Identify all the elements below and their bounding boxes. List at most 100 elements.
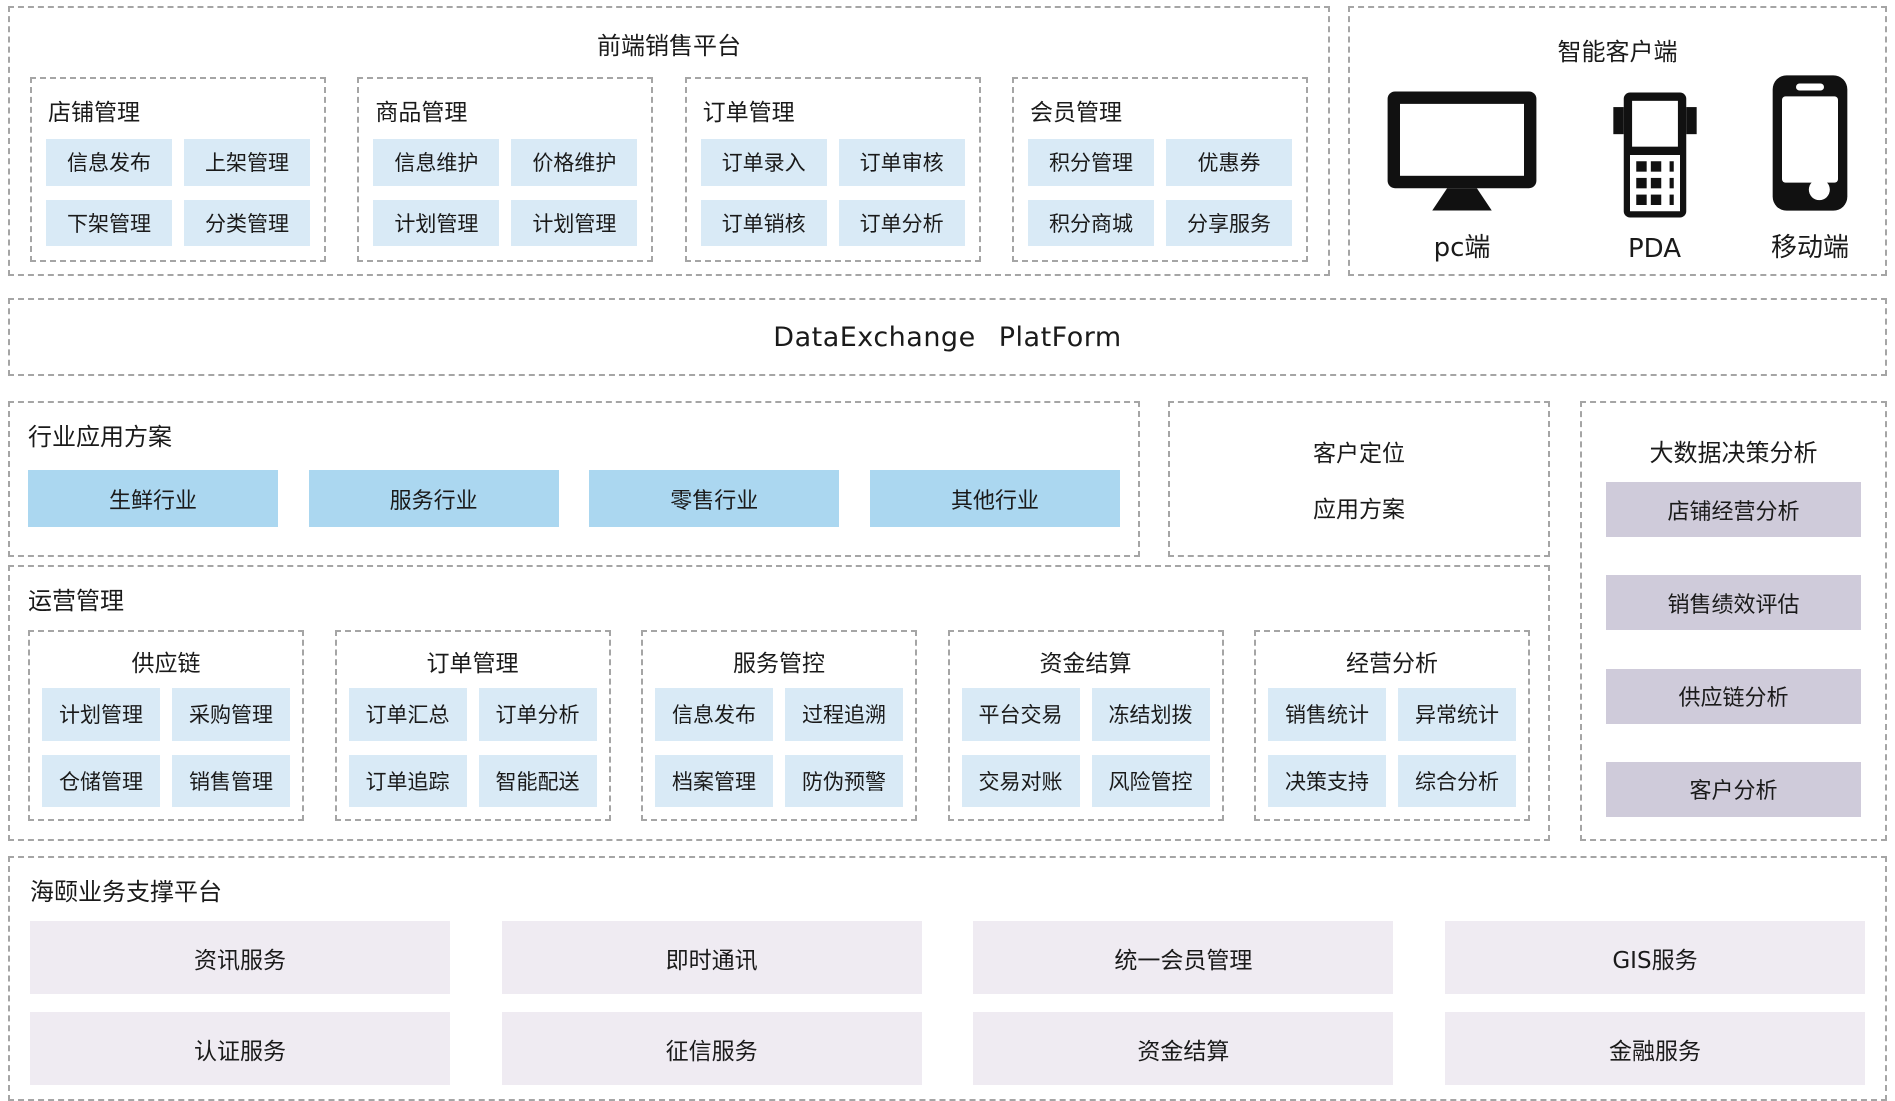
chip: 订单录入 <box>700 139 827 186</box>
group-chips: 积分管理 优惠券 积分商城 分享服务 <box>1027 139 1292 246</box>
group-title: 商品管理 <box>375 100 468 126</box>
device-label: 移动端 <box>1770 233 1849 263</box>
industry-item: 其他行业 <box>869 470 1120 527</box>
group-chips: 订单录入 订单审核 订单销核 订单分析 <box>700 139 965 246</box>
customer-positioning-panel: 客户定位 应用方案 <box>1168 401 1550 557</box>
industry-items: 生鲜行业 服务行业 零售行业 其他行业 <box>28 470 1120 527</box>
group-order-management: 订单管理 订单录入 订单审核 订单销核 订单分析 <box>684 77 981 262</box>
chip: 异常统计 <box>1398 688 1516 741</box>
group-title: 订单管理 <box>426 651 519 677</box>
operations-management-title: 运营管理 <box>28 587 124 615</box>
chip: 优惠券 <box>1165 139 1292 186</box>
chip: 风险管控 <box>1091 754 1210 807</box>
group-service-control: 服务管控 信息发布 过程追溯 档案管理 防伪预警 <box>641 630 917 821</box>
middle-zone: 行业应用方案 生鲜行业 服务行业 零售行业 其他行业 客户定位 应用方案 运营管… <box>8 401 1887 841</box>
chip: 销售统计 <box>1268 688 1386 741</box>
support-item: 资金结算 <box>973 1012 1394 1085</box>
device-mobile: 移动端 <box>1767 73 1853 264</box>
customer-positioning-line2: 应用方案 <box>1313 497 1405 523</box>
chip: 过程追溯 <box>785 688 903 741</box>
group-supply-chain: 供应链 计划管理 采购管理 仓储管理 销售管理 <box>28 630 304 821</box>
group-title: 会员管理 <box>1029 100 1122 126</box>
support-item: GIS服务 <box>1444 921 1865 994</box>
smart-client-title: 智能客户端 <box>1557 38 1678 66</box>
chip: 价格维护 <box>511 139 638 186</box>
top-row: 前端销售平台 店铺管理 信息发布 上架管理 下架管理 分类管理 商品管理 信息维… <box>8 6 1887 276</box>
chip: 订单追踪 <box>348 754 467 807</box>
pda-icon <box>1605 90 1705 220</box>
group-store-management: 店铺管理 信息发布 上架管理 下架管理 分类管理 <box>30 77 326 262</box>
group-title: 店铺管理 <box>48 100 140 126</box>
chip: 计划管理 <box>373 199 500 246</box>
chip: 仓储管理 <box>42 754 160 807</box>
frontend-platform-title: 前端销售平台 <box>597 32 741 60</box>
chip: 分类管理 <box>184 199 310 246</box>
bigdata-analysis-title: 大数据决策分析 <box>1649 439 1818 467</box>
device-label: pc端 <box>1433 233 1491 263</box>
chip: 信息发布 <box>46 139 172 186</box>
group-chips: 订单汇总 订单分析 订单追踪 智能配送 <box>348 688 597 807</box>
bigdata-item: 店铺经营分析 <box>1606 482 1861 537</box>
data-exchange-title: DataExchange PlatForm <box>773 321 1122 353</box>
group-title: 订单管理 <box>702 100 795 126</box>
frontend-sales-platform-panel: 前端销售平台 店铺管理 信息发布 上架管理 下架管理 分类管理 商品管理 信息维… <box>8 6 1330 276</box>
device-pc: pc端 <box>1382 89 1542 264</box>
chip: 综合分析 <box>1398 754 1516 807</box>
middle-left-column: 行业应用方案 生鲜行业 服务行业 零售行业 其他行业 客户定位 应用方案 运营管… <box>8 401 1550 841</box>
support-item: 统一会员管理 <box>973 921 1394 994</box>
group-title: 资金结算 <box>1039 651 1132 677</box>
group-fund-settlement: 资金结算 平台交易 冻结划拨 交易对账 风险管控 <box>947 630 1224 821</box>
bigdata-analysis-panel: 大数据决策分析 店铺经营分析 销售绩效评估 供应链分析 客户分析 <box>1580 401 1887 841</box>
group-chips: 计划管理 采购管理 仓储管理 销售管理 <box>42 688 290 807</box>
operations-management-panel: 运营管理 供应链 计划管理 采购管理 仓储管理 销售管理 订单管理 <box>8 565 1550 841</box>
group-chips: 平台交易 冻结划拨 交易对账 风险管控 <box>961 688 1210 807</box>
group-title: 供应链 <box>131 651 201 677</box>
support-platform-title: 海颐业务支撑平台 <box>30 878 222 906</box>
smart-client-panel: 智能客户端 pc端 <box>1348 6 1887 276</box>
chip: 订单分析 <box>478 688 597 741</box>
group-member-management: 会员管理 积分管理 优惠券 积分商城 分享服务 <box>1011 77 1308 262</box>
smart-client-devices: pc端 <box>1378 73 1857 270</box>
chip: 冻结划拨 <box>1091 688 1210 741</box>
group-chips: 信息发布 上架管理 下架管理 分类管理 <box>46 139 310 246</box>
group-business-analysis: 经营分析 销售统计 异常统计 决策支持 综合分析 <box>1254 630 1530 821</box>
group-title: 经营分析 <box>1346 651 1438 677</box>
chip: 积分管理 <box>1027 139 1154 186</box>
support-item: 金融服务 <box>1444 1012 1865 1085</box>
device-pda: PDA <box>1605 90 1705 264</box>
group-order-management-ops: 订单管理 订单汇总 订单分析 订单追踪 智能配送 <box>334 630 611 821</box>
chip: 信息维护 <box>373 139 500 186</box>
group-title: 服务管控 <box>733 651 825 677</box>
chip: 销售管理 <box>172 754 290 807</box>
solutions-row: 行业应用方案 生鲜行业 服务行业 零售行业 其他行业 客户定位 应用方案 <box>8 401 1550 557</box>
chip: 订单审核 <box>838 139 965 186</box>
industry-item: 生鲜行业 <box>28 470 278 527</box>
bigdata-item: 销售绩效评估 <box>1606 575 1861 631</box>
chip: 档案管理 <box>655 754 773 807</box>
chip: 交易对账 <box>961 754 1080 807</box>
group-chips: 信息发布 过程追溯 档案管理 防伪预警 <box>655 688 903 807</box>
chip: 决策支持 <box>1268 754 1386 807</box>
chip: 计划管理 <box>511 199 638 246</box>
group-chips: 信息维护 价格维护 计划管理 计划管理 <box>373 139 638 246</box>
industry-solutions-title: 行业应用方案 <box>28 423 172 451</box>
chip: 分享服务 <box>1165 199 1292 246</box>
chip: 信息发布 <box>655 688 773 741</box>
support-item: 资讯服务 <box>30 921 450 994</box>
chip: 平台交易 <box>961 688 1080 741</box>
bigdata-items: 店铺经营分析 销售绩效评估 供应链分析 客户分析 <box>1606 482 1861 817</box>
chip: 上架管理 <box>184 139 310 186</box>
bigdata-item: 供应链分析 <box>1606 668 1861 724</box>
industry-item: 服务行业 <box>308 470 559 527</box>
support-item: 即时通讯 <box>501 921 922 994</box>
support-platform-panel: 海颐业务支撑平台 资讯服务 即时通讯 统一会员管理 GIS服务 认证服务 征信服… <box>8 856 1887 1101</box>
bigdata-item: 客户分析 <box>1606 761 1861 817</box>
chip: 下架管理 <box>46 199 172 246</box>
operations-groups: 供应链 计划管理 采购管理 仓储管理 销售管理 订单管理 订单汇总 订单分析 <box>28 630 1530 821</box>
industry-item: 零售行业 <box>589 470 840 527</box>
chip: 订单销核 <box>700 199 827 246</box>
group-chips: 销售统计 异常统计 决策支持 综合分析 <box>1268 688 1516 807</box>
chip: 采购管理 <box>172 688 290 741</box>
smartphone-icon <box>1767 73 1853 213</box>
